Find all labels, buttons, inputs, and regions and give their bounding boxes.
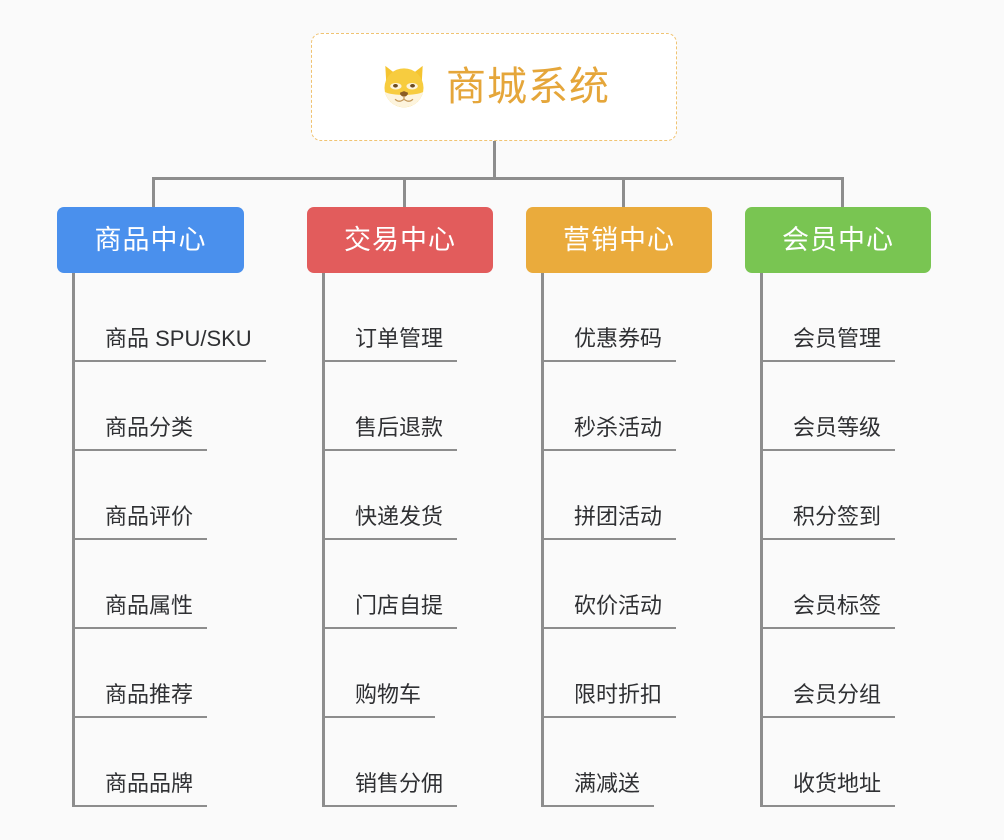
list-item[interactable]: 会员分组 — [760, 629, 896, 718]
list-item[interactable]: 快递发货 — [322, 451, 458, 540]
sub-item-label: 商品属性 — [105, 592, 194, 618]
sub-item-column-product-center: 商品 SPU/SKU 商品分类 商品评价 商品属性 商品推荐 商品品牌 — [72, 273, 266, 807]
sub-item-label: 会员分组 — [793, 681, 882, 707]
sub-item-label: 会员标签 — [793, 592, 882, 618]
list-item[interactable]: 收货地址 — [760, 718, 896, 807]
connector-drop-member-center — [841, 177, 844, 208]
category-card-member-center[interactable]: 会员中心 — [745, 207, 931, 273]
list-item[interactable]: 限时折扣 — [541, 629, 677, 718]
sub-item-label: 订单管理 — [355, 325, 444, 351]
list-item[interactable]: 商品评价 — [72, 451, 266, 540]
sub-item-label: 砍价活动 — [574, 592, 663, 618]
sub-item-label: 商品品牌 — [105, 770, 194, 796]
sub-item-label: 收货地址 — [793, 770, 882, 796]
sub-item-label: 快递发货 — [355, 503, 444, 529]
connector-root-stem — [493, 141, 496, 180]
list-item[interactable]: 拼团活动 — [541, 451, 677, 540]
list-item[interactable]: 商品属性 — [72, 540, 266, 629]
list-item[interactable]: 商品分类 — [72, 362, 266, 451]
connector-drop-product-center — [152, 177, 155, 208]
sub-item-label: 销售分佣 — [355, 770, 444, 796]
category-label: 营销中心 — [563, 224, 675, 255]
sub-item-label: 秒杀活动 — [574, 414, 663, 440]
sub-item-label: 门店自提 — [355, 592, 444, 618]
category-label: 会员中心 — [782, 224, 894, 255]
root-node-title: 商城系统 — [446, 65, 610, 109]
list-item[interactable]: 会员等级 — [760, 362, 896, 451]
sub-item-column-member-center: 会员管理 会员等级 积分签到 会员标签 会员分组 收货地址 — [760, 273, 896, 807]
connector-horizontal-bus — [152, 177, 844, 180]
list-item[interactable]: 门店自提 — [322, 540, 458, 629]
sub-item-label: 售后退款 — [355, 414, 444, 440]
sub-item-label: 限时折扣 — [574, 681, 663, 707]
sub-item-label: 拼团活动 — [574, 503, 663, 529]
sub-item-label: 满减送 — [574, 770, 641, 796]
sub-item-label: 优惠券码 — [574, 325, 663, 351]
list-item[interactable]: 售后退款 — [322, 362, 458, 451]
sub-item-label: 积分签到 — [793, 503, 882, 529]
root-node-mall-system[interactable]: 商城系统 — [311, 33, 677, 141]
list-item[interactable]: 优惠券码 — [541, 273, 677, 362]
list-item[interactable]: 砍价活动 — [541, 540, 677, 629]
sub-item-label: 会员管理 — [793, 325, 882, 351]
category-card-trade-center[interactable]: 交易中心 — [307, 207, 493, 273]
sub-item-column-trade-center: 订单管理 售后退款 快递发货 门店自提 购物车 销售分佣 — [322, 273, 458, 807]
list-item[interactable]: 商品推荐 — [72, 629, 266, 718]
category-label: 商品中心 — [94, 224, 207, 255]
sub-item-label: 会员等级 — [793, 414, 882, 440]
list-item[interactable]: 会员管理 — [760, 273, 896, 362]
sub-item-label: 商品分类 — [105, 414, 194, 440]
category-label: 交易中心 — [344, 224, 456, 255]
sub-item-column-marketing-center: 优惠券码 秒杀活动 拼团活动 砍价活动 限时折扣 满减送 — [541, 273, 677, 807]
list-item[interactable]: 购物车 — [322, 629, 457, 718]
category-card-marketing-center[interactable]: 营销中心 — [526, 207, 712, 273]
connector-drop-trade-center — [403, 177, 406, 208]
sub-item-label: 商品 SPU/SKU — [105, 325, 252, 351]
category-card-product-center[interactable]: 商品中心 — [57, 207, 244, 273]
sub-item-label: 商品评价 — [105, 503, 194, 529]
list-item[interactable]: 秒杀活动 — [541, 362, 677, 451]
list-item[interactable]: 商品品牌 — [72, 718, 266, 807]
shiba-dog-face-icon — [384, 65, 424, 108]
list-item[interactable]: 积分签到 — [760, 451, 896, 540]
list-item[interactable]: 销售分佣 — [322, 718, 458, 807]
list-item[interactable]: 订单管理 — [322, 273, 458, 362]
list-item[interactable]: 满减送 — [541, 718, 676, 807]
connector-drop-marketing-center — [622, 177, 625, 208]
sub-item-label: 商品推荐 — [105, 681, 194, 707]
list-item[interactable]: 商品 SPU/SKU — [72, 273, 266, 362]
list-item[interactable]: 会员标签 — [760, 540, 896, 629]
sub-item-label: 购物车 — [355, 681, 422, 707]
